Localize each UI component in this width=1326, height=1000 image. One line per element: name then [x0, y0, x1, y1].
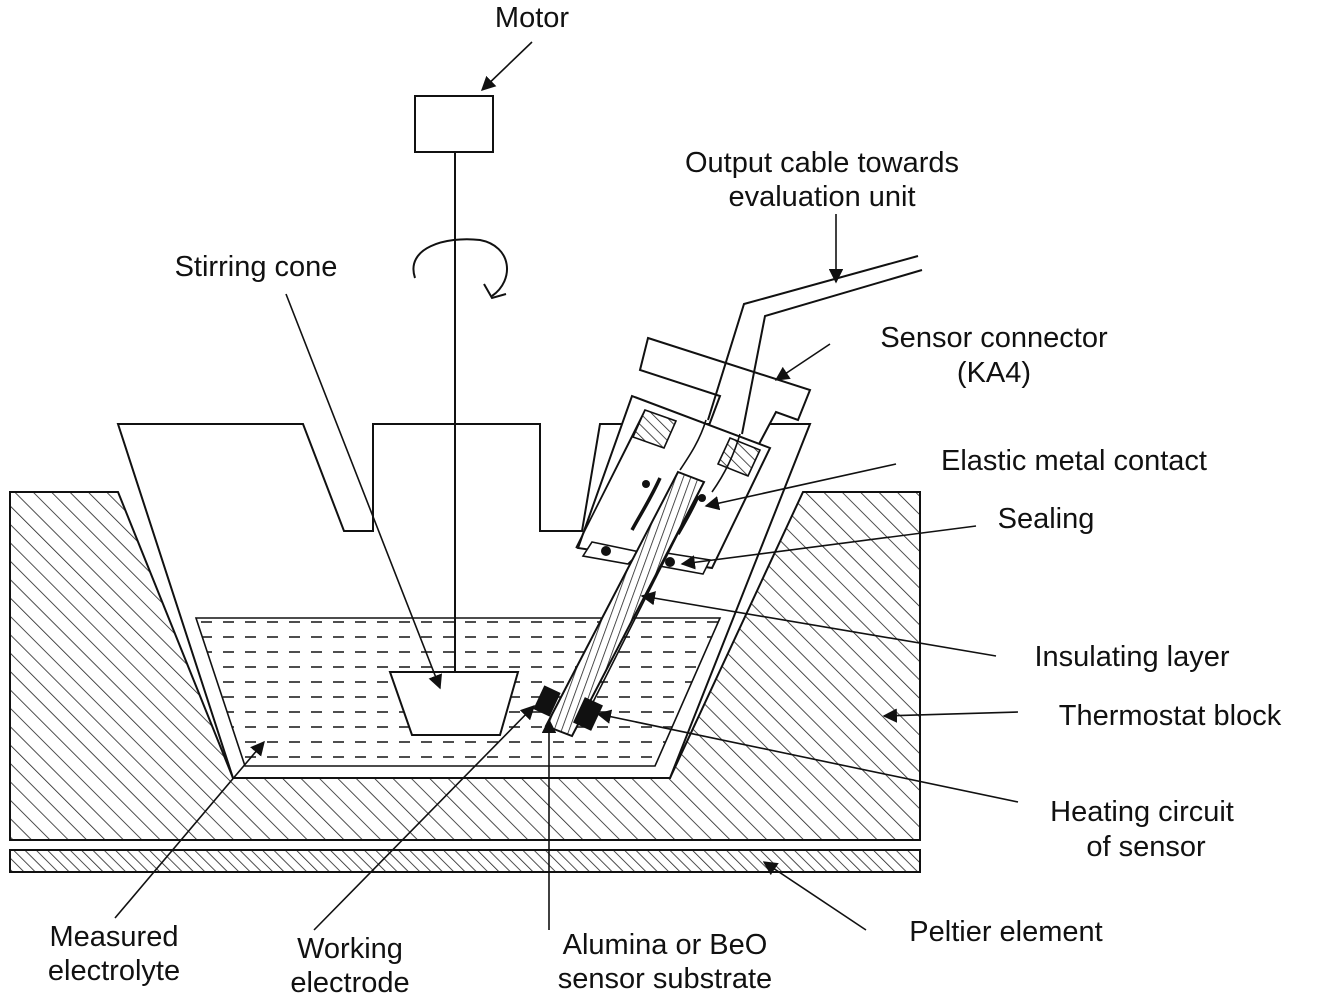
label-working-electrode-2: electrode [290, 967, 409, 999]
label-stirring-cone: Stirring cone [175, 251, 338, 283]
label-elastic-metal-contact: Elastic metal contact [941, 445, 1207, 477]
heating-circuit [573, 697, 603, 731]
label-sensor-connector-1: Sensor connector [880, 322, 1108, 354]
label-measured-electrolyte-2: electrolyte [48, 955, 180, 987]
label-thermostat-block: Thermostat block [1059, 700, 1282, 732]
label-sealing: Sealing [998, 503, 1095, 535]
rotation-arrow-icon [412, 238, 508, 297]
label-measured-electrolyte-1: Measured [50, 921, 179, 953]
label-heating-circuit-1: Heating circuit [1050, 796, 1234, 828]
working-electrode [533, 685, 561, 717]
sensor-substrate [544, 470, 706, 738]
output-cable [707, 255, 923, 435]
label-output-cable-1: Output cable towards [685, 147, 959, 179]
label-output-cable-2: evaluation unit [728, 181, 915, 213]
peltier-element [9, 849, 921, 873]
label-substrate-1: Alumina or BeO [563, 929, 768, 961]
label-sensor-connector-2: (KA4) [957, 357, 1031, 389]
label-working-electrode-1: Working [297, 933, 403, 965]
label-insulating-layer: Insulating layer [1034, 641, 1229, 673]
label-substrate-2: sensor substrate [558, 963, 772, 995]
motor-box [414, 95, 494, 153]
thermostat-block [9, 491, 921, 841]
label-motor: Motor [495, 2, 569, 34]
label-peltier-element: Peltier element [909, 916, 1102, 948]
label-heating-circuit-2: of sensor [1086, 831, 1206, 863]
stirring-cone [388, 671, 520, 736]
